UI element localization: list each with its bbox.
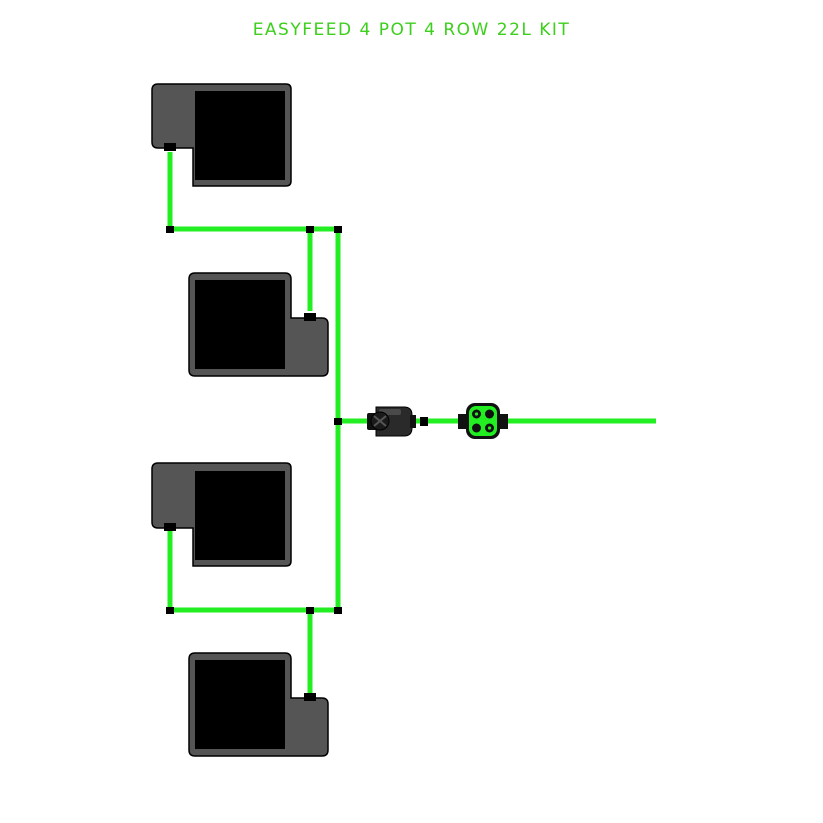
pot-4 bbox=[188, 652, 329, 757]
connectors bbox=[164, 143, 428, 701]
joint-inline bbox=[420, 417, 428, 426]
pot-1 bbox=[151, 83, 292, 187]
connector-pot-4 bbox=[304, 693, 316, 701]
connector-pot-2 bbox=[304, 313, 316, 321]
connector-pot-1 bbox=[164, 143, 176, 151]
joint-tee-main bbox=[334, 418, 342, 425]
joint-elbow-upper bbox=[334, 226, 342, 233]
pot-3 bbox=[151, 462, 292, 567]
joint-tee-lower bbox=[306, 607, 314, 614]
connector-pot-3 bbox=[164, 523, 176, 531]
joint-elbow-lower bbox=[334, 607, 342, 614]
joint-tee-upper bbox=[306, 226, 314, 233]
easyfeed-unit-icon bbox=[458, 403, 508, 439]
pot-2 bbox=[188, 272, 329, 377]
inline-valve-icon bbox=[367, 406, 416, 437]
diagram-title: EASYFEED 4 POT 4 ROW 22L KIT bbox=[252, 20, 571, 40]
joint-elbow-1 bbox=[166, 226, 174, 233]
joint-elbow-3 bbox=[166, 607, 174, 614]
